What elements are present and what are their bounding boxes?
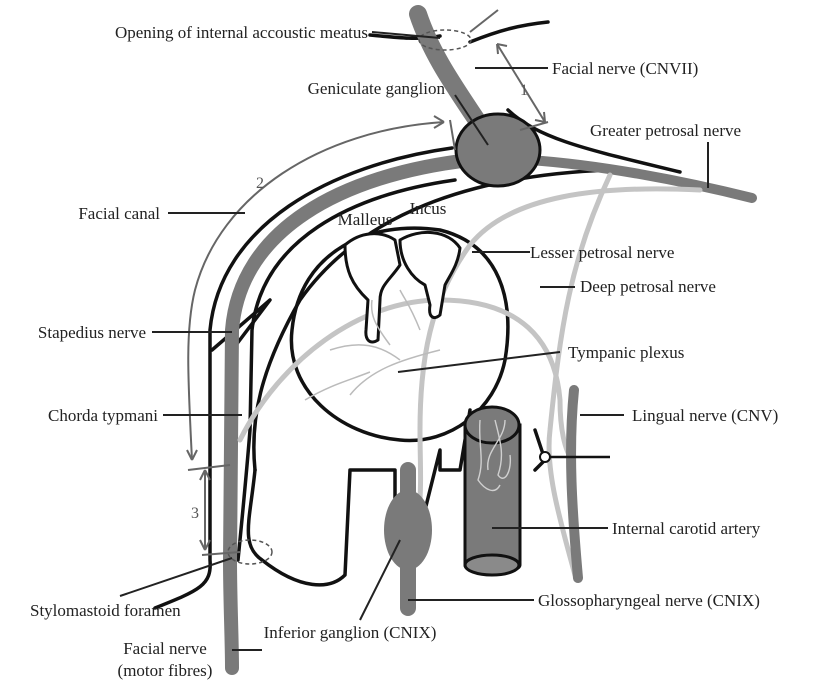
plexus-branch — [330, 345, 400, 360]
label-geniculate-ganglion: Geniculate ganglion — [308, 79, 446, 98]
segment-number-3: 3 — [191, 505, 199, 522]
label-opening-meatus: Opening of internal accoustic meatus — [115, 23, 368, 42]
label-greater-petrosal: Greater petrosal nerve — [590, 121, 741, 140]
carotid-body — [465, 425, 520, 573]
label-stylomastoid-foramen: Stylomastoid foramen — [30, 601, 181, 620]
leader-stylomastoid — [120, 558, 232, 596]
plexus-branch — [305, 372, 370, 400]
label-lingual-nerve: Lingual nerve (CNV) — [632, 406, 778, 425]
otic-connection-dot — [540, 452, 550, 462]
label-deep-petrosal: Deep petrosal nerve — [580, 277, 716, 296]
label-facial-motor-line2: (motor fibres) — [118, 661, 213, 680]
label-facial-nerve-cnvii: Facial nerve (CNVII) — [552, 59, 698, 78]
label-tympanic-plexus: Tympanic plexus — [568, 343, 684, 362]
glossopharyngeal-nerve — [384, 470, 432, 608]
label-lesser-petrosal: Lesser petrosal nerve — [530, 243, 674, 262]
carotid-bottom — [465, 555, 519, 575]
greater-petrosal-nerve-trunk — [530, 160, 752, 198]
malleus-shape — [345, 234, 400, 342]
ossicles — [345, 232, 460, 342]
label-malleus: Malleus — [338, 210, 393, 229]
internal-carotid-artery-shape — [465, 407, 520, 575]
label-internal-carotid: Internal carotid artery — [612, 519, 761, 538]
label-facial-motor-line1: Facial nerve — [123, 639, 207, 658]
label-chorda-tympani: Chorda typmani — [48, 406, 158, 425]
segment-number-2: 2 — [256, 175, 264, 192]
geniculate-ganglion-shape — [456, 114, 540, 186]
label-stapedius-nerve: Stapedius nerve — [38, 323, 146, 342]
label-glossopharyngeal: Glossopharyngeal nerve (CNIX) — [538, 591, 760, 610]
segment-number-1: 1 — [520, 82, 528, 99]
leader-inferior-ganglion — [360, 540, 400, 620]
lingual-nerve-path — [571, 390, 578, 578]
chorda-tympani-path — [240, 300, 572, 460]
label-incus: Incus — [410, 199, 447, 218]
carotid-top — [465, 407, 519, 443]
label-inferior-ganglion: Inferior ganglion (CNIX) — [264, 623, 437, 642]
plexus-branch — [400, 290, 420, 330]
meatus-wall-right — [470, 22, 548, 42]
label-facial-canal: Facial canal — [78, 204, 160, 223]
tympanic-cavity-right-wall — [535, 430, 545, 470]
